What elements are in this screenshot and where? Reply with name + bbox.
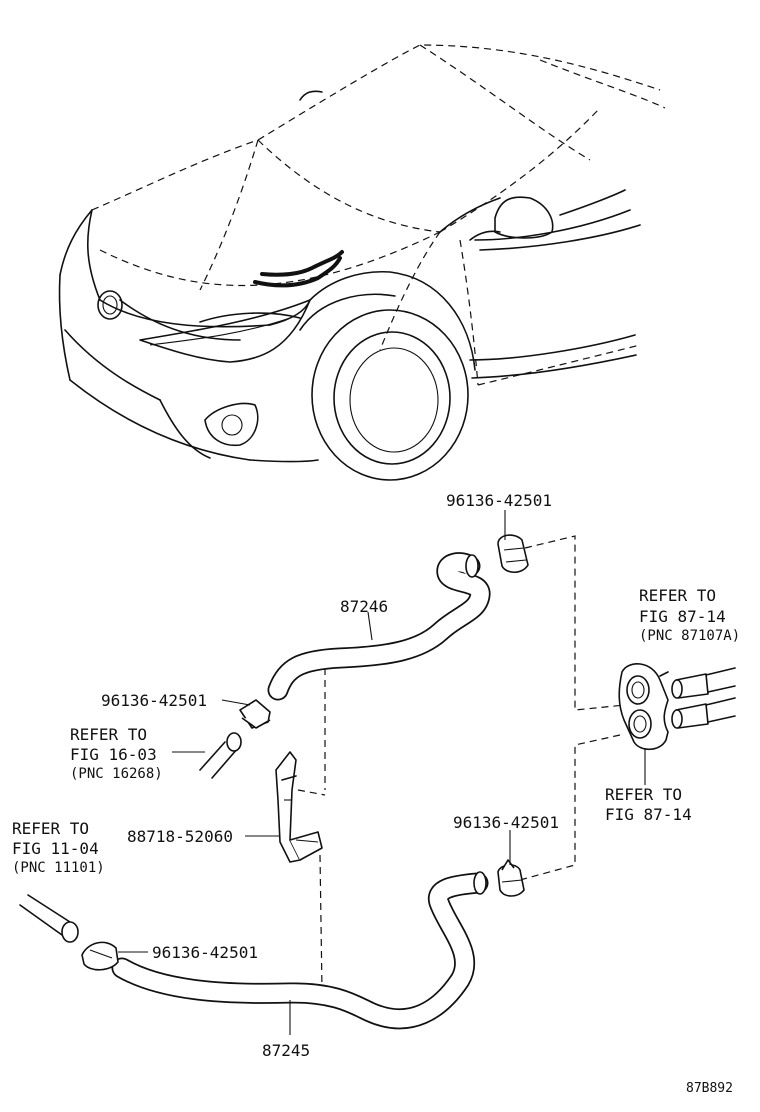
label-ref87b-l2: FIG 87-14 — [605, 805, 692, 824]
label-87245: 87245 — [262, 1041, 310, 1060]
label-ref16-l3: (PNC 16268) — [70, 766, 163, 782]
label-clamp-top: 96136-42501 — [446, 491, 552, 510]
label-clamp-left: 96136-42501 — [101, 691, 207, 710]
reservoir-bracket — [618, 663, 669, 751]
label-ref87a-l2: FIG 87-14 — [639, 607, 726, 626]
guide-lines — [297, 535, 626, 991]
clamp-left — [239, 699, 271, 729]
pipe-fig-11-04 — [19, 894, 79, 943]
label-ref16-l1: REFER TO — [70, 725, 147, 744]
label-clip: 88718-52060 — [127, 827, 233, 846]
hose-87246 — [267, 552, 491, 701]
label-ref87a-l1: REFER TO — [639, 586, 716, 605]
clamp-bottom — [81, 941, 119, 971]
label-ref11-l2: FIG 11-04 — [12, 839, 99, 858]
label-ref11-l3: (PNC 11101) — [12, 860, 105, 876]
figure-code: 87B892 — [686, 1081, 733, 1096]
car-illustration — [58, 44, 666, 481]
pipe-lower-right — [671, 697, 736, 729]
pipe-fig-16-03 — [199, 732, 242, 779]
label-clamp-right: 96136-42501 — [453, 813, 559, 832]
pipe-upper-right — [671, 667, 736, 699]
label-ref87b-l1: REFER TO — [605, 785, 682, 804]
label-ref87a-l3: (PNC 87107A) — [639, 628, 740, 644]
label-87246: 87246 — [340, 597, 388, 616]
leader-lines — [118, 510, 646, 1035]
label-clamp-bottom: 96136-42501 — [152, 943, 258, 962]
clamp-right — [497, 859, 525, 897]
clip-88718-52060 — [275, 751, 323, 863]
label-ref11-l1: REFER TO — [12, 819, 89, 838]
label-ref16-l2: FIG 16-03 — [70, 745, 157, 764]
clamp-top — [497, 534, 529, 574]
part-labels: 96136-42501 87246 96136-42501 REFER TO F… — [12, 491, 740, 1096]
hose-87245 — [111, 871, 489, 1030]
